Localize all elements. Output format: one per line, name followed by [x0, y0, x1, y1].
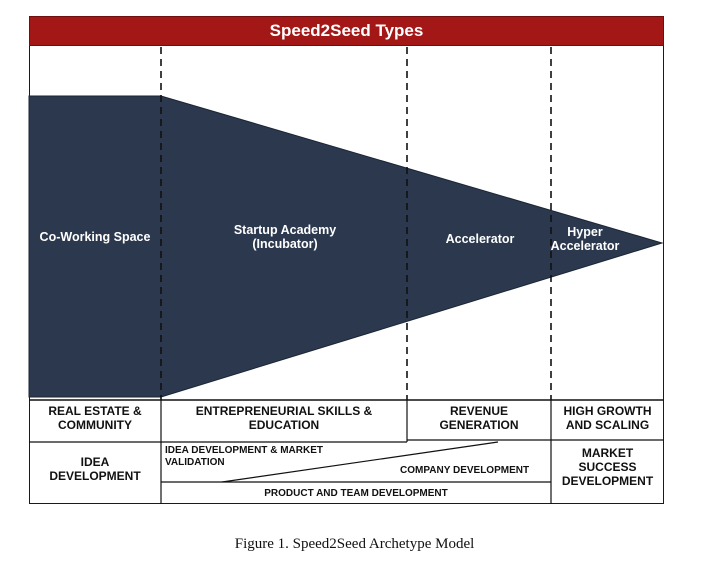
generation-text: GENERATION: [439, 417, 519, 432]
figure-caption: Figure 1. Speed2Seed Archetype Model: [234, 536, 475, 552]
community-text: COMMUNITY: [58, 417, 132, 432]
stage-label-hyper-accelerator: Hyper Accelerator: [545, 225, 625, 254]
hyper-text: Hyper: [567, 225, 603, 239]
entrepreneurial-text: ENTREPRENEURIAL SKILLS &: [195, 404, 373, 418]
cell-high-growth-scaling: HIGH GROWTH AND SCALING: [551, 404, 664, 433]
revenue-text: REVENUE: [449, 404, 508, 418]
hyper-accelerator-text: Accelerator: [550, 239, 620, 254]
diagram-title: Speed2Seed Types: [269, 21, 424, 40]
coworking-text: Co-Working Space: [39, 230, 151, 244]
market-development-text: DEVELOPMENT: [561, 473, 654, 488]
success-text: SUCCESS: [578, 459, 637, 474]
stage-label-accelerator: Accelerator: [420, 232, 540, 246]
cell-market-success-development: MARKET SUCCESS DEVELOPMENT: [551, 446, 664, 488]
cell-idea-market-validation: IDEA DEVELOPMENT & MARKET VALIDATION: [165, 445, 405, 468]
cell-product-team-development: PRODUCT AND TEAM DEVELOPMENT: [161, 488, 551, 500]
development-text: DEVELOPMENT: [49, 468, 141, 483]
accelerator-text: Accelerator: [445, 232, 515, 246]
startup-academy-text: Startup Academy: [233, 223, 337, 237]
diagram-title-bar: Speed2Seed Types: [29, 16, 664, 46]
market-text: MARKET: [581, 446, 634, 460]
validation-text: VALIDATION: [165, 456, 225, 468]
idea-text: IDEA: [80, 455, 110, 469]
stage-label-startup-academy: Startup Academy (Incubator): [195, 223, 375, 252]
product-team-text: PRODUCT AND TEAM DEVELOPMENT: [264, 488, 448, 499]
funnel-shape: [28, 95, 664, 398]
cell-idea-development: IDEA DEVELOPMENT: [29, 455, 161, 484]
cell-revenue-generation: REVENUE GENERATION: [407, 404, 551, 433]
idea-market-text: IDEA DEVELOPMENT & MARKET: [165, 445, 323, 456]
stage-label-coworking: Co-Working Space: [29, 230, 161, 244]
high-growth-text: HIGH GROWTH: [563, 404, 652, 418]
company-development-text: COMPANY DEVELOPMENT: [400, 465, 530, 476]
incubator-text: (Incubator): [252, 237, 318, 252]
cell-company-development: COMPANY DEVELOPMENT: [400, 465, 548, 477]
table-diagonal-line: [221, 441, 499, 483]
real-estate-text: REAL ESTATE &: [48, 404, 142, 418]
scaling-text: AND SCALING: [565, 417, 650, 432]
cell-real-estate-community: REAL ESTATE & COMMUNITY: [29, 404, 161, 433]
cell-entrepreneurial-skills: ENTREPRENEURIAL SKILLS & EDUCATION: [161, 404, 407, 433]
education-text: EDUCATION: [248, 417, 320, 432]
